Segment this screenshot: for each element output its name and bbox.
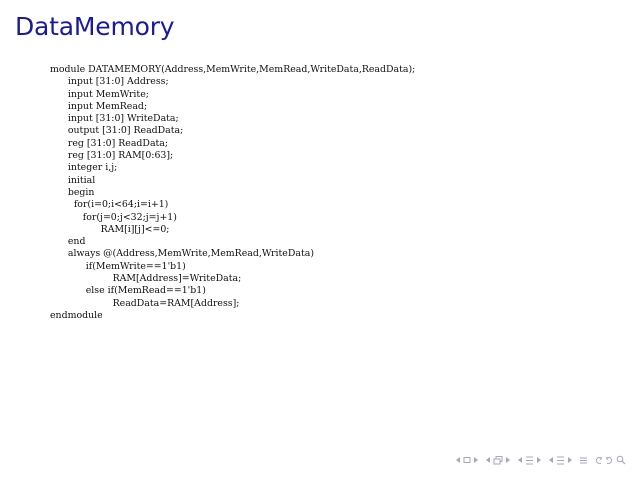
code-line: initial	[50, 174, 96, 186]
slide-next-icon[interactable]	[567, 455, 573, 465]
code-line: integer i,j;	[50, 162, 118, 174]
code-line: output [31:0] ReadData;	[50, 125, 184, 137]
subsection-prev-icon[interactable]	[485, 455, 491, 465]
code-line: RAM[i][j]<=0;	[50, 223, 170, 235]
code-line: endmodule	[50, 309, 103, 321]
code-line: always @(Address,MemWrite,MemRead,WriteD…	[50, 248, 314, 260]
toc-icon[interactable]	[579, 455, 588, 465]
frame-icon	[463, 455, 471, 465]
section-nav-group	[517, 455, 542, 465]
code-line: reg [31:0] ReadData;	[50, 137, 169, 149]
section-prev-icon[interactable]	[517, 455, 523, 465]
code-line: ReadData=RAM[Address];	[50, 297, 240, 309]
slide-nav-group	[548, 455, 573, 465]
code-block: module DATAMEMORY(Address,MemWrite,MemRe…	[50, 64, 415, 322]
forward-icon[interactable]	[605, 455, 614, 465]
code-line: RAM[Address]=WriteData;	[50, 273, 242, 285]
code-line: if(MemWrite==1'b1)	[50, 260, 186, 272]
history-nav-group	[594, 455, 626, 465]
subsection-icon	[493, 455, 503, 465]
code-line: input MemRead;	[50, 100, 148, 112]
code-line: module DATAMEMORY(Address,MemWrite,MemRe…	[50, 64, 416, 75]
search-icon[interactable]	[616, 455, 626, 465]
slide-icon	[556, 455, 565, 465]
code-line: input MemWrite;	[50, 88, 149, 100]
frame-nav-group	[455, 455, 479, 465]
frame-next-icon[interactable]	[473, 455, 479, 465]
code-line: reg [31:0] RAM[0:63];	[50, 150, 174, 162]
code-line: for(i=0;i<64;i=i+1)	[50, 199, 169, 211]
frame-prev-icon[interactable]	[455, 455, 461, 465]
code-line: end	[50, 236, 86, 248]
section-next-icon[interactable]	[536, 455, 542, 465]
code-line: for(j=0;j<32;j=j+1)	[50, 211, 177, 223]
code-line: input [31:0] WriteData;	[50, 113, 179, 125]
code-line: begin	[50, 186, 95, 198]
slide-prev-icon[interactable]	[548, 455, 554, 465]
code-line: input [31:0] Address;	[50, 76, 169, 88]
slide-title: DataMemory	[15, 12, 175, 41]
code-line: else if(MemRead==1'b1)	[50, 285, 206, 297]
subsection-nav-group	[485, 455, 511, 465]
section-icon	[525, 455, 534, 465]
subsection-next-icon[interactable]	[505, 455, 511, 465]
back-icon[interactable]	[594, 455, 603, 465]
beamer-navigation-bar	[455, 455, 626, 465]
